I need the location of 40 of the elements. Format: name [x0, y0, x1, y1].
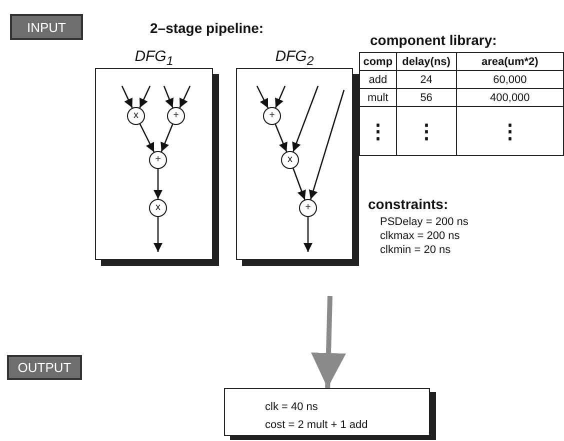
- arrow: [163, 86, 174, 108]
- arrow: [275, 86, 286, 108]
- table-cell: 60,000: [456, 70, 564, 88]
- section-heading: constraints:: [368, 196, 448, 212]
- arrow: [121, 86, 133, 108]
- arrow: [256, 86, 269, 108]
- arrow: [139, 124, 155, 152]
- arrow: [160, 124, 174, 152]
- table-cell: mult: [360, 88, 396, 106]
- table-cell: 56: [396, 88, 456, 106]
- section-heading: 2–stage pipeline:: [150, 20, 264, 36]
- arrow: [303, 217, 313, 252]
- result-text: clk = 40 ns: [265, 400, 318, 415]
- arrow: [153, 217, 163, 252]
- arrow: [139, 86, 151, 108]
- table-cell: ⋮: [456, 106, 564, 156]
- table-cell: 24: [396, 70, 456, 88]
- table-cell: comp: [360, 52, 396, 70]
- section-tag: INPUT: [10, 14, 83, 40]
- constraint-text: clkmax = 200 ns: [380, 230, 460, 242]
- table-cell: ⋮: [360, 106, 396, 156]
- arrow: [179, 86, 191, 108]
- result-text: cost = 2 mult + 1 add: [265, 418, 368, 433]
- table-cell: add: [360, 70, 396, 88]
- section-tag: OUTPUT: [7, 355, 82, 380]
- graph-title: DFG$_{1}$: [134, 48, 174, 68]
- arrow: [311, 296, 346, 388]
- graph-title: DFG$_{2}$: [274, 48, 315, 68]
- table-cell: delay(ns): [396, 52, 456, 70]
- arrow: [274, 124, 288, 152]
- constraint-text: PSDelay = 200 ns: [380, 216, 468, 228]
- arrow: [308, 90, 345, 200]
- arrow: [292, 168, 306, 200]
- table-cell: area(um*2): [456, 52, 564, 70]
- arrow: [292, 86, 319, 152]
- table-cell: 400,000: [456, 88, 564, 106]
- constraint-text: clkmin = 20 ns: [380, 244, 451, 256]
- section-heading: component library:: [370, 32, 497, 48]
- table-cell: ⋮: [396, 106, 456, 156]
- arrow: [153, 169, 163, 199]
